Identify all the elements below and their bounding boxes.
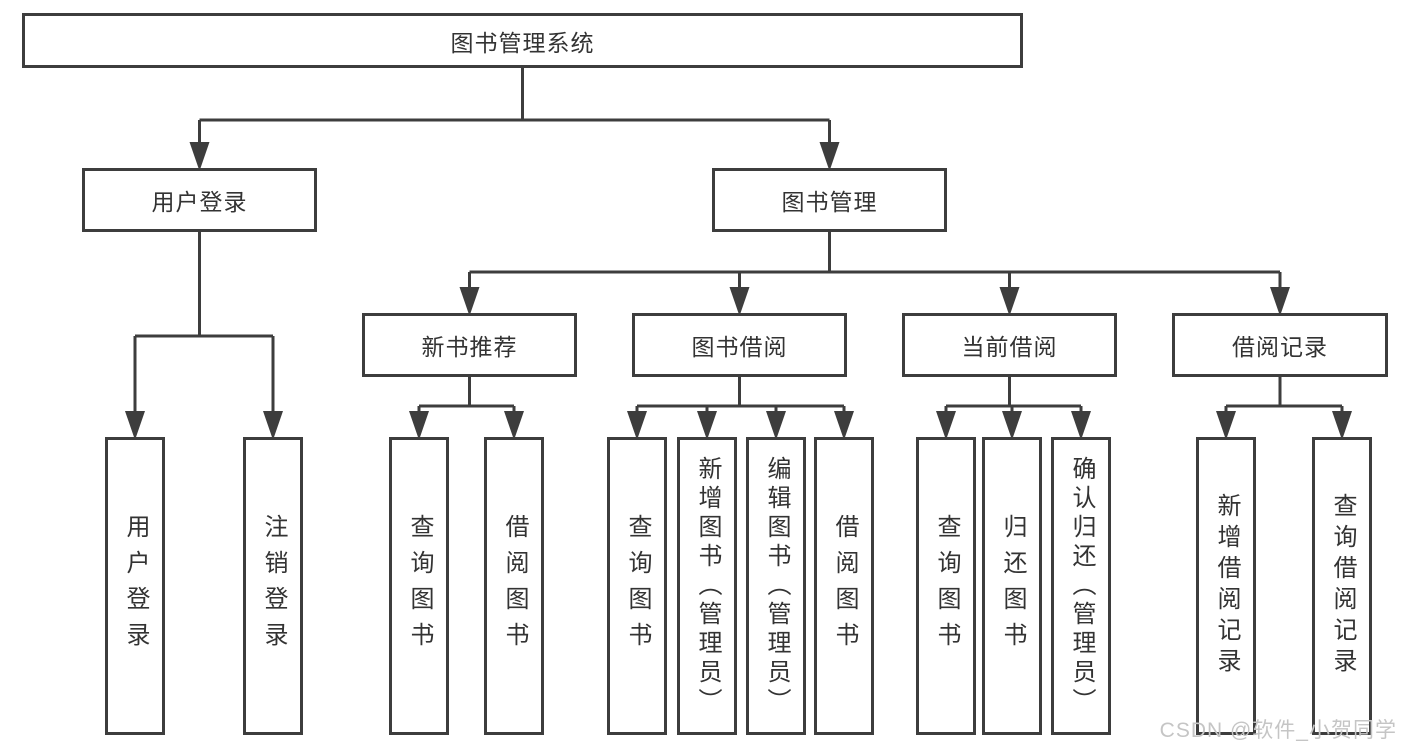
- leaf-query-books-current-label: 查询图书: [933, 514, 960, 658]
- node-new-book-recommend: 新书推荐: [362, 313, 577, 377]
- leaf-borrow-books-label: 借阅图书: [831, 514, 858, 658]
- leaf-user-login: 用户登录: [105, 437, 165, 735]
- leaf-query-books-recommend: 查询图书: [389, 437, 449, 735]
- node-user-login: 用户登录: [82, 168, 317, 232]
- node-library-system-label: 图书管理系统: [450, 29, 595, 56]
- node-borrow-records-label: 借阅记录: [1232, 334, 1328, 360]
- leaf-query-borrow-record: 查询借阅记录: [1312, 437, 1372, 735]
- node-current-borrow: 当前借阅: [902, 313, 1117, 377]
- leaf-query-books-borrow: 查询图书: [607, 437, 667, 735]
- leaf-confirm-return-admin-label: 确认归还（管理员）: [1068, 455, 1095, 717]
- leaf-query-books-current: 查询图书: [916, 437, 976, 735]
- leaf-query-borrow-record-label: 查询借阅记录: [1329, 493, 1356, 679]
- node-user-login-label: 用户登录: [151, 189, 248, 215]
- leaf-add-borrow-record: 新增借阅记录: [1196, 437, 1256, 735]
- leaf-add-borrow-record-label: 新增借阅记录: [1213, 493, 1240, 679]
- leaf-return-book: 归还图书: [982, 437, 1042, 735]
- leaf-borrow-books-recommend-label: 借阅图书: [501, 514, 528, 658]
- node-book-management-label: 图书管理: [781, 189, 878, 215]
- node-book-management: 图书管理: [712, 168, 947, 232]
- node-book-borrow-label: 图书借阅: [691, 334, 788, 360]
- leaf-return-book-label: 归还图书: [999, 514, 1026, 658]
- leaf-query-books-recommend-label: 查询图书: [406, 514, 433, 658]
- watermark: CSDN @软件_小贺同学: [1159, 719, 1397, 742]
- leaf-borrow-books: 借阅图书: [814, 437, 874, 735]
- leaf-edit-book-admin: 编辑图书（管理员）: [746, 437, 806, 735]
- node-library-system: 图书管理系统: [22, 13, 1023, 68]
- leaf-add-book-admin: 新增图书（管理员）: [677, 437, 737, 735]
- node-new-book-recommend-label: 新书推荐: [421, 334, 518, 360]
- leaf-borrow-books-recommend: 借阅图书: [484, 437, 544, 735]
- node-current-borrow-label: 当前借阅: [961, 334, 1058, 360]
- node-borrow-records: 借阅记录: [1172, 313, 1388, 377]
- node-book-borrow: 图书借阅: [632, 313, 847, 377]
- leaf-user-login-label: 用户登录: [122, 514, 149, 658]
- leaf-confirm-return-admin: 确认归还（管理员）: [1051, 437, 1111, 735]
- leaf-logout-login: 注销登录: [243, 437, 303, 735]
- leaf-logout-login-label: 注销登录: [260, 514, 287, 658]
- leaf-query-books-borrow-label: 查询图书: [624, 514, 651, 658]
- leaf-add-book-admin-label: 新增图书（管理员）: [694, 455, 721, 717]
- leaf-edit-book-admin-label: 编辑图书（管理员）: [763, 455, 790, 717]
